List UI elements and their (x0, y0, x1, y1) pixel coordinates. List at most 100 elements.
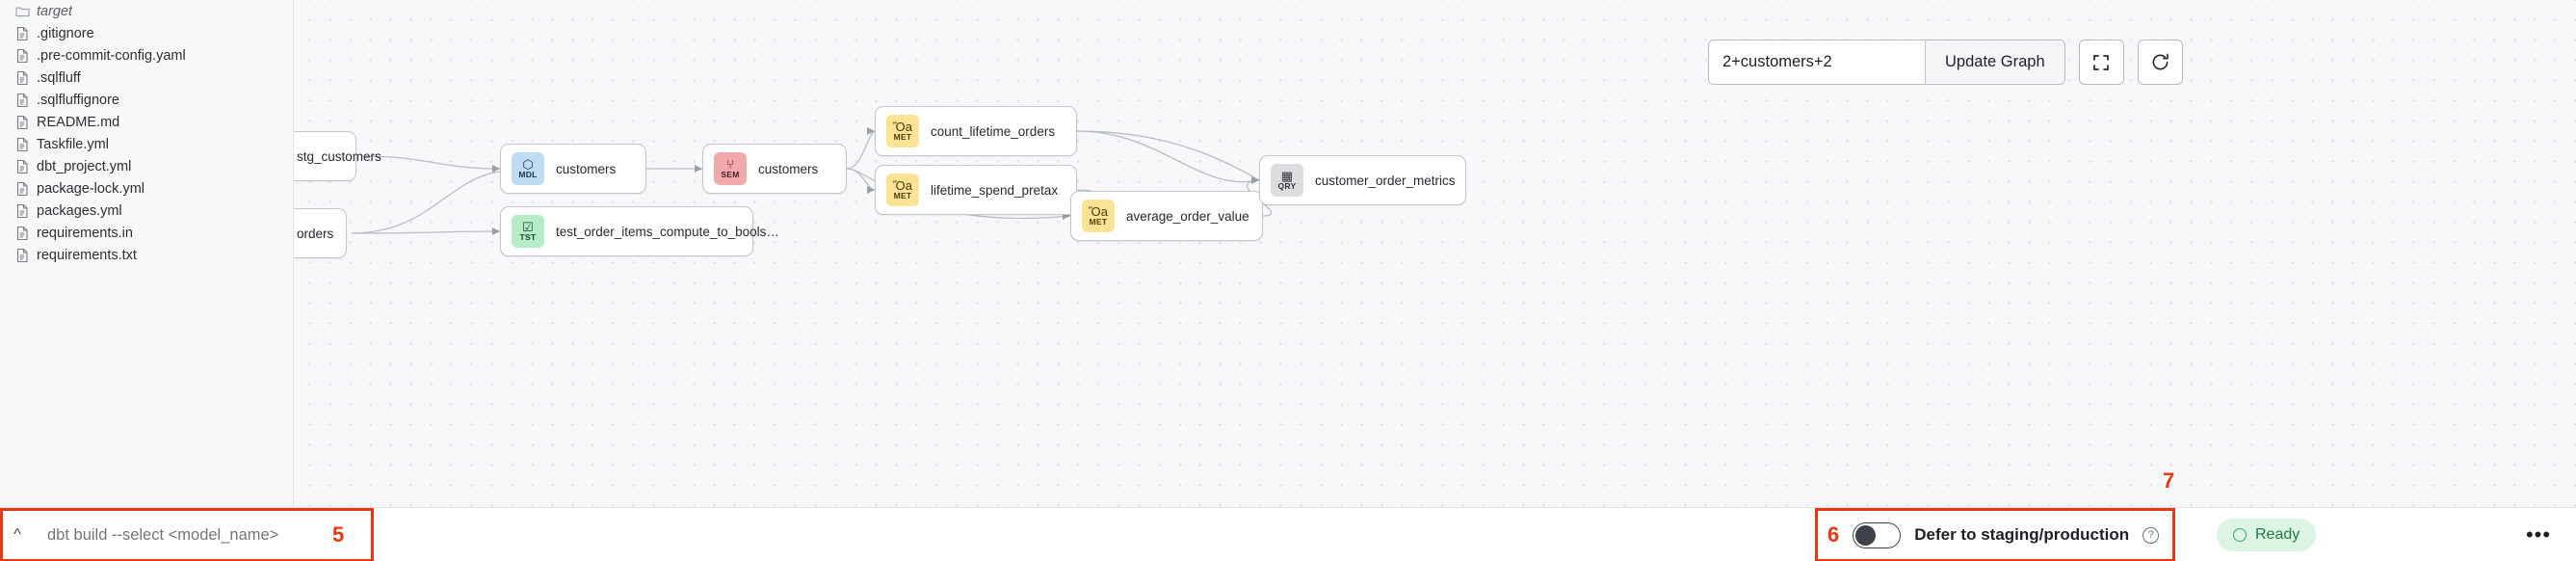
file-icon (15, 248, 37, 263)
met-glyph: Ὄa (893, 177, 912, 193)
dag-node-stg-customers[interactable]: ⬡MDLstg_customers (294, 131, 381, 181)
graph-search-input[interactable] (1709, 40, 1925, 84)
sem-badge-icon: ⑂SEM (714, 152, 747, 185)
file-row-sqlfluff[interactable]: .sqlfluff (0, 67, 293, 89)
annotation-label-6: 6 (1827, 522, 1840, 547)
file-row-gitignore[interactable]: .gitignore (0, 22, 293, 44)
dag-edges (351, 127, 1273, 235)
dag-node-mdl-customers[interactable]: ⬡MDL customers (500, 144, 646, 194)
dag-node-qry-customer-order-metrics[interactable]: ▦QRY customer_order_metrics (1259, 155, 1466, 205)
status-badge[interactable]: Ready (2217, 518, 2317, 551)
file-icon (15, 93, 37, 108)
met-glyph: Ὄa (1089, 203, 1108, 219)
toggle-knob (1855, 524, 1877, 546)
file-name: .pre-commit-config.yaml (37, 47, 186, 64)
dag-node-label: count_lifetime_orders (931, 123, 1056, 139)
chevron-up-icon[interactable]: ^ (13, 526, 21, 543)
file-row-target[interactable]: target (0, 0, 293, 22)
dag-node-label: customers (556, 161, 617, 176)
file-name: .sqlfluff (37, 69, 81, 86)
status-bar: ^ 5 6 Defer to staging/production ? 7 Re… (0, 468, 2576, 561)
file-name: package-lock.yml (37, 180, 145, 197)
dag-node-tst-order-items[interactable]: ☑TST test_order_items_compute_to_bools… (500, 206, 779, 256)
badge-kind-label: SEM (721, 169, 740, 179)
file-icon (15, 26, 37, 41)
annotation-label-5: 5 (332, 521, 345, 547)
file-icon (15, 48, 37, 64)
tst-glyph: ☑ (522, 219, 534, 234)
dag-node-label: test_order_items_compute_to_bools… (556, 224, 779, 239)
dag-node-label: lifetime_spend_pretax (931, 182, 1059, 198)
file-row-requirements-in[interactable]: requirements.in (0, 222, 293, 244)
status-ring-icon (2233, 527, 2247, 542)
file-row-taskfile-yml[interactable]: Taskfile.yml (0, 133, 293, 155)
qry-badge-icon: ▦QRY (1271, 164, 1303, 197)
defer-toggle[interactable] (1853, 521, 1902, 548)
qry-glyph: ▦ (1280, 168, 1294, 183)
command-bar: ^ (0, 508, 374, 561)
badge-kind-label: MDL (518, 169, 538, 179)
file-icon (15, 70, 37, 86)
file-name: packages.yml (37, 202, 122, 219)
badge-kind-label: MET (893, 131, 912, 142)
graph-toolbar: Update Graph (1708, 40, 2183, 85)
file-row-package-lock-yml[interactable]: package-lock.yml (0, 177, 293, 200)
badge-kind-label: MET (1089, 216, 1108, 227)
defer-label: Defer to staging/production (1914, 525, 2130, 544)
file-icon (15, 226, 37, 241)
file-name: .gitignore (37, 25, 94, 41)
badge-kind-label: QRY (1277, 180, 1297, 191)
mdl-badge-icon: ⬡MDL (512, 152, 544, 185)
tst-badge-icon: ☑TST (512, 215, 544, 248)
file-row-requirements-txt[interactable]: requirements.txt (0, 244, 293, 266)
dag-node-sem-customers[interactable]: ⑂SEM customers (702, 144, 847, 194)
file-tree: target .gitignore .pre-commit-config.yaml.… (0, 0, 293, 266)
file-name: requirements.in (37, 225, 133, 241)
mdl-glyph: ⬡ (522, 156, 534, 172)
file-name: requirements.txt (37, 247, 137, 263)
dag-node-label: customer_order_metrics (1315, 173, 1456, 188)
file-row-packages-yml[interactable]: packages.yml (0, 200, 293, 222)
help-circle-icon[interactable]: ? (2142, 526, 2160, 544)
file-name: README.md (37, 114, 120, 130)
command-input[interactable] (32, 525, 371, 545)
file-icon (15, 181, 37, 197)
update-graph-button[interactable]: Update Graph (1925, 40, 2064, 84)
dag-canvas[interactable]: ⬡MDLstg_customers⬡MDLorders⬡MDLcustomers… (294, 0, 2576, 561)
file-row-pre-commit-config-yaml[interactable]: .pre-commit-config.yaml (0, 44, 293, 67)
folder-icon (15, 5, 37, 17)
file-row-dbt-project-yml[interactable]: dbt_project.yml (0, 155, 293, 177)
file-row-sqlfluffignore[interactable]: .sqlfluffignore (0, 89, 293, 111)
sem-glyph: ⑂ (726, 156, 734, 172)
file-name: Taskfile.yml (37, 136, 109, 152)
met-glyph: Ὄa (893, 119, 912, 134)
dag-node-label: average_order_value (1126, 208, 1249, 224)
file-row-readme-md[interactable]: README.md (0, 111, 293, 133)
file-explorer-sidebar: target .gitignore .pre-commit-config.yaml.… (0, 0, 294, 561)
annotation-label-7: 7 (2163, 468, 2175, 493)
badge-kind-label: TST (519, 231, 537, 242)
badge-kind-label: MET (893, 190, 912, 200)
file-name: .sqlfluffignore (37, 92, 119, 108)
file-icon (15, 159, 37, 174)
dag-node-label: orders (297, 226, 334, 241)
more-options-button[interactable]: ••• (2518, 515, 2559, 554)
file-icon (15, 115, 37, 130)
dag-node-stg-orders[interactable]: ⬡MDLorders (294, 208, 347, 258)
file-name: dbt_project.yml (37, 158, 132, 174)
dag-node-label: customers (758, 161, 819, 176)
status-badge-label: Ready (2255, 525, 2300, 543)
defer-control-group: 6 Defer to staging/production ? (1815, 508, 2176, 561)
refresh-icon[interactable] (2137, 40, 2183, 85)
graph-search-group: Update Graph (1708, 40, 2065, 85)
file-icon (15, 137, 37, 152)
file-name: target (37, 3, 73, 19)
file-icon (15, 203, 37, 219)
fullscreen-icon[interactable] (2078, 40, 2124, 85)
